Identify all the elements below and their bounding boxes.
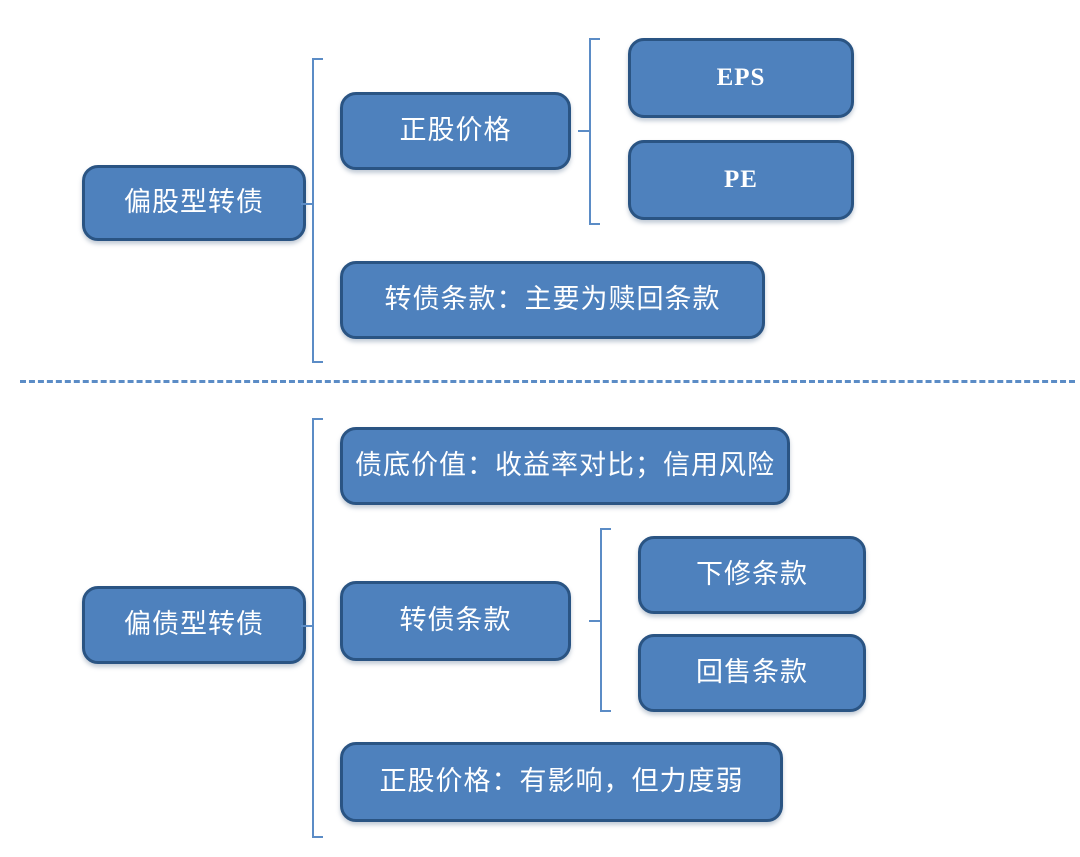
bracket-bond-level2 (589, 528, 612, 712)
node-label: 正股价格 (399, 115, 512, 147)
node-downward-revision[interactable]: 下修条款 (638, 536, 866, 614)
node-label: 转债条款：主要为赎回条款 (384, 284, 721, 316)
node-label: 回售条款 (696, 657, 808, 689)
node-eps[interactable]: EPS (628, 38, 854, 118)
bracket-stub-bottom (600, 710, 611, 712)
bracket-spine (312, 58, 314, 363)
bracket-stub-mid (578, 130, 590, 132)
bracket-stub-top (600, 528, 611, 530)
bracket-stub-mid (301, 203, 313, 205)
bracket-stub-bottom (312, 836, 323, 838)
node-cb-terms-call[interactable]: 转债条款：主要为赎回条款 (340, 261, 765, 339)
node-stock-price[interactable]: 正股价格 (340, 92, 571, 170)
bracket-spine (312, 418, 314, 838)
bracket-stub-bottom (589, 223, 600, 225)
bracket-spine (589, 38, 591, 225)
node-label: 债底价值：收益率对比；信用风险 (355, 450, 775, 482)
node-label: 偏股型转债 (124, 187, 264, 219)
section-divider (20, 380, 1075, 383)
node-bond-floor[interactable]: 债底价值：收益率对比；信用风险 (340, 427, 790, 505)
bracket-equity-level2 (578, 38, 601, 225)
node-label: 正股价格：有影响，但力度弱 (379, 766, 744, 798)
bracket-spine (600, 528, 602, 712)
node-put-clause[interactable]: 回售条款 (638, 634, 866, 712)
node-label: PE (724, 165, 758, 193)
node-stock-price-weak[interactable]: 正股价格：有影响，但力度弱 (340, 742, 783, 822)
bracket-equity-level1 (301, 58, 324, 363)
bracket-stub-mid (301, 625, 313, 627)
node-cb-terms[interactable]: 转债条款 (340, 581, 571, 661)
node-equity-like-root[interactable]: 偏股型转债 (82, 165, 306, 241)
node-label: EPS (716, 63, 766, 91)
bracket-stub-mid (589, 620, 601, 622)
bracket-stub-top (312, 58, 323, 60)
bracket-stub-top (589, 38, 600, 40)
bracket-bond-level1 (301, 418, 324, 838)
node-pe[interactable]: PE (628, 140, 854, 220)
bracket-stub-bottom (312, 361, 323, 363)
node-label: 下修条款 (696, 559, 808, 591)
node-label: 偏债型转债 (124, 609, 264, 641)
bracket-stub-top (312, 418, 323, 420)
node-label: 转债条款 (399, 605, 512, 637)
node-bond-like-root[interactable]: 偏债型转债 (82, 586, 306, 664)
